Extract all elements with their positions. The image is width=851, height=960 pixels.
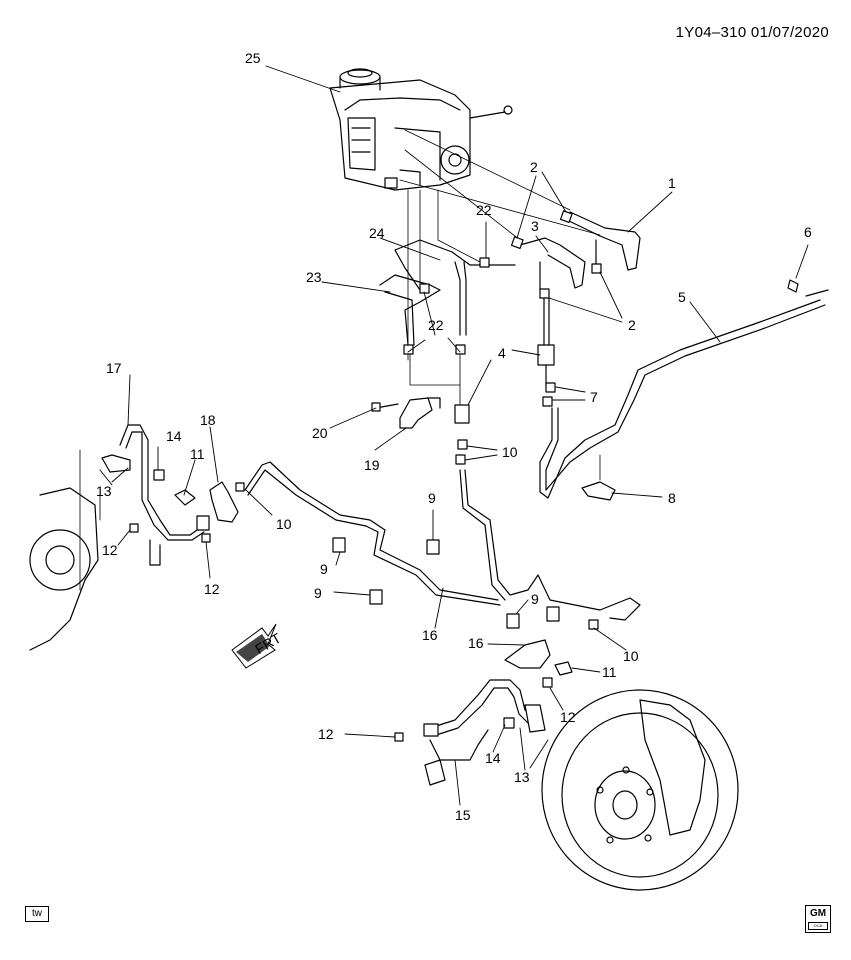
gm-logo: GM OCA	[805, 905, 831, 933]
clip-7	[787, 279, 799, 293]
document-id: 1Y04–310 01/07/2020	[675, 24, 829, 41]
tw-label: tw	[25, 906, 49, 922]
clip-11-rear	[174, 489, 196, 506]
bolt-21	[371, 402, 399, 412]
clips-9	[332, 537, 560, 629]
fittings-2	[510, 210, 602, 299]
callout-23: 23	[306, 269, 322, 285]
brake-pipe-3	[519, 237, 586, 291]
callout-13-rear: 13	[96, 483, 112, 499]
nut-10-rear	[235, 482, 245, 492]
gm-logo-text: GM	[809, 908, 827, 919]
bracket-19	[209, 481, 239, 523]
callout-9-right: 9	[531, 591, 539, 607]
callout-2-top: 2	[530, 159, 538, 175]
abs-module-assembly	[329, 68, 513, 191]
callout-22-top: 22	[476, 202, 492, 218]
front-rotor	[541, 689, 739, 891]
leader-lines	[99, 65, 809, 806]
callout-6: 5	[678, 289, 686, 305]
clip-8	[581, 481, 616, 501]
gm-logo-sub: OCA	[808, 922, 828, 930]
callout-18: 17	[106, 360, 122, 376]
callout-12-front-b: 12	[318, 726, 334, 742]
callout-21: 20	[312, 425, 328, 441]
callout-19: 18	[200, 412, 216, 428]
callout-12-rear-b: 12	[204, 581, 220, 597]
callout-22-mid: 22	[428, 317, 444, 333]
brake-pipe-24	[394, 239, 516, 336]
bracket-20	[399, 397, 433, 429]
callout-8: 8	[668, 490, 676, 506]
fittings-22	[403, 257, 490, 355]
brake-hose-18	[101, 424, 205, 566]
callout-11-front: 11	[602, 664, 617, 680]
callout-1: 1	[668, 175, 676, 191]
module-port-lines	[399, 129, 601, 361]
callout-10-front: 10	[623, 648, 639, 664]
callout-13-front: 13	[514, 769, 530, 785]
nut-10-front	[588, 619, 599, 630]
callout-14-front: 14	[485, 750, 501, 766]
callout-15: 15	[455, 807, 471, 823]
bolt-12-rear-a	[129, 523, 139, 533]
clip-11-front	[554, 661, 573, 676]
callout-14-rear: 14	[166, 428, 182, 444]
brake-pipe-23	[379, 274, 441, 346]
callout-12-rear-a: 12	[102, 542, 118, 558]
callout-20: 19	[364, 457, 380, 473]
callout-9-left: 9	[320, 561, 328, 577]
callout-numbers: 25 1 2 3 22 24 23 22 2 6 5 4 7 20 19 10 …	[96, 50, 812, 823]
callout-12-front-a: 12	[560, 709, 576, 725]
callout-10-rear: 10	[276, 516, 292, 532]
rear-caliper	[29, 449, 101, 651]
bolt-12-rear-b	[201, 533, 211, 543]
brake-pipe-17	[244, 461, 641, 621]
callout-10-center: 10	[502, 444, 518, 460]
callout-3: 3	[531, 218, 539, 234]
brake-pipe-1	[566, 211, 641, 271]
brake-pipe-6	[539, 289, 829, 499]
callout-4: 4	[498, 345, 506, 361]
fittings-5	[542, 382, 556, 407]
callout-5: 7	[590, 389, 598, 405]
bolt-14-front	[503, 717, 515, 729]
callout-24: 24	[369, 225, 385, 241]
callout-2-right: 2	[628, 317, 636, 333]
callout-9-center: 9	[428, 490, 436, 506]
callout-17: 16	[422, 627, 438, 643]
callout-25: 25	[245, 50, 261, 66]
fittings-10-center	[455, 439, 468, 465]
hose-fitting	[196, 515, 210, 531]
brake-hose-15	[424, 679, 536, 786]
callout-11-rear: 11	[190, 446, 205, 462]
junction-block-lower	[454, 404, 470, 424]
callout-7: 6	[804, 224, 812, 240]
bolt-14-rear	[153, 469, 165, 481]
callout-16: 16	[468, 635, 484, 651]
hose-15-fitting	[423, 723, 439, 737]
front-direction-arrow: FRT	[231, 623, 284, 669]
bolt-12-front-a	[542, 677, 553, 688]
hose-end-front	[524, 704, 546, 733]
callout-9-lower: 9	[314, 585, 322, 601]
bolt-12-front-b	[394, 732, 404, 742]
